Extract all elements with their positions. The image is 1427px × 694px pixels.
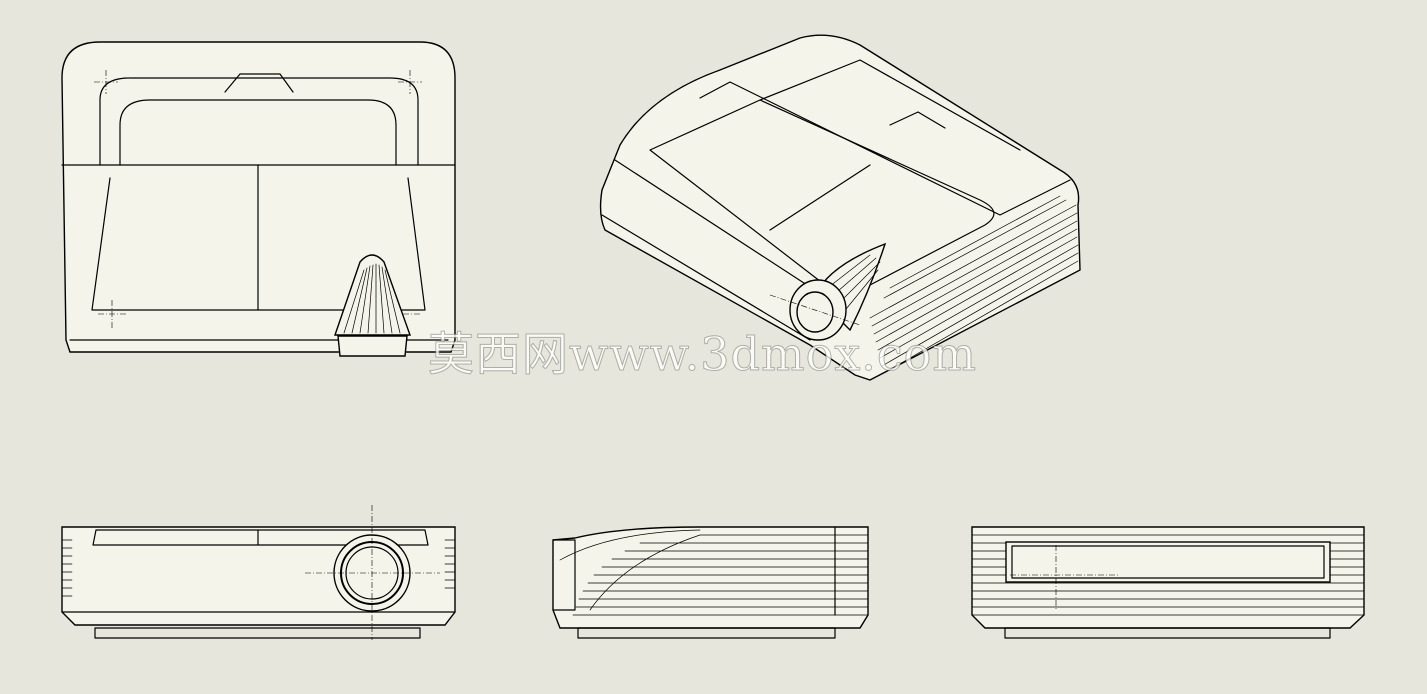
iso-side-vents [869, 195, 1079, 374]
side-view-lens-block [552, 539, 576, 611]
iso-lens-glass [796, 291, 834, 333]
isometric-view [599, 34, 1081, 381]
rear-view-panel-inner [1011, 545, 1325, 579]
top-view [61, 41, 456, 357]
iso-front-edges [601, 159, 831, 341]
rear-view-feet [1004, 627, 1331, 639]
rear-view-centerlines [1010, 545, 1120, 610]
rear-view [971, 526, 1365, 639]
iso-lens-axis [769, 294, 861, 326]
side-view [552, 526, 869, 639]
front-view-feet [94, 627, 421, 639]
front-view [61, 505, 456, 640]
top-view-lens-base [337, 335, 408, 357]
side-view-vents [559, 529, 869, 616]
iso-panel-lines [759, 59, 1021, 231]
top-view-handle-outer [99, 77, 419, 166]
rear-view-panel [1005, 541, 1331, 583]
top-view-handle-inner [119, 99, 397, 166]
top-view-centerlines [94, 70, 422, 330]
front-view-centerlines [305, 505, 440, 640]
top-view-lens-shroud [334, 254, 411, 336]
iso-notch [889, 111, 946, 129]
iso-handle-line [699, 81, 1071, 216]
iso-lens-ribs [824, 254, 881, 315]
iso-outline [599, 34, 1081, 381]
top-view-lens-ribs [343, 263, 401, 334]
top-view-notch [224, 73, 294, 93]
side-view-feet [577, 627, 836, 639]
side-view-outline [552, 526, 869, 629]
front-view-top-panel [92, 529, 429, 546]
front-view-side-vents [61, 539, 456, 597]
